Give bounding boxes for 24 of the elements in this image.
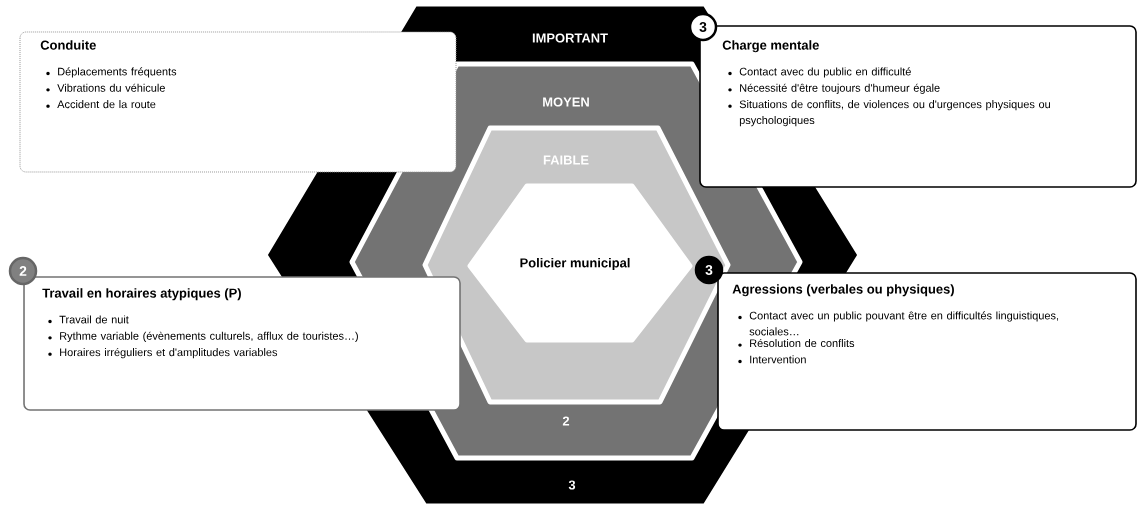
bullet-item: Travail de nuit — [59, 315, 129, 324]
band-label: 2 — [562, 416, 570, 426]
number-badge: 2 — [8, 256, 38, 286]
band-label: IMPORTANT — [532, 33, 608, 43]
band-label: FAIBLE — [543, 155, 589, 165]
bullet-item: Intervention — [750, 355, 806, 364]
bullet-item: Rythme variable (évènements culturels, afflux de touristes…) — [60, 331, 358, 342]
bullet-item: Contact avec un public pouvant être en difficultés linguistiques, sociales… — [749, 311, 1059, 336]
bullet-item: Contact avec du public en difficulté — [739, 67, 911, 78]
bullet-item: Horaires irréguliers et d'amplitudes variables — [60, 347, 278, 359]
bullet-item: Résolution de conflits — [750, 338, 855, 348]
band-label: Policier municipal — [520, 257, 630, 271]
band-label: 3 — [568, 480, 576, 490]
bullet-item: Déplacements fréquents — [58, 67, 177, 78]
bullet-item: Nécessité d'être toujours d'humeur égale — [740, 83, 940, 94]
card-heading: Travail en horaires atypiques (P) — [42, 288, 241, 301]
bullet-item: Vibrations du véhicule — [57, 83, 165, 92]
card-heading: Agressions (verbales ou physiques) — [732, 284, 954, 297]
center-hexagon — [467, 183, 693, 343]
card-heading: Charge mentale — [722, 40, 819, 53]
bullet-item: Accident de la route — [57, 100, 156, 109]
band-label: MOYEN — [543, 97, 589, 107]
card-heading: Conduite — [40, 40, 96, 50]
bullet-item: Situations de conflits, de violences ou d'urgences physiques ou psychologiques — [739, 100, 1050, 127]
